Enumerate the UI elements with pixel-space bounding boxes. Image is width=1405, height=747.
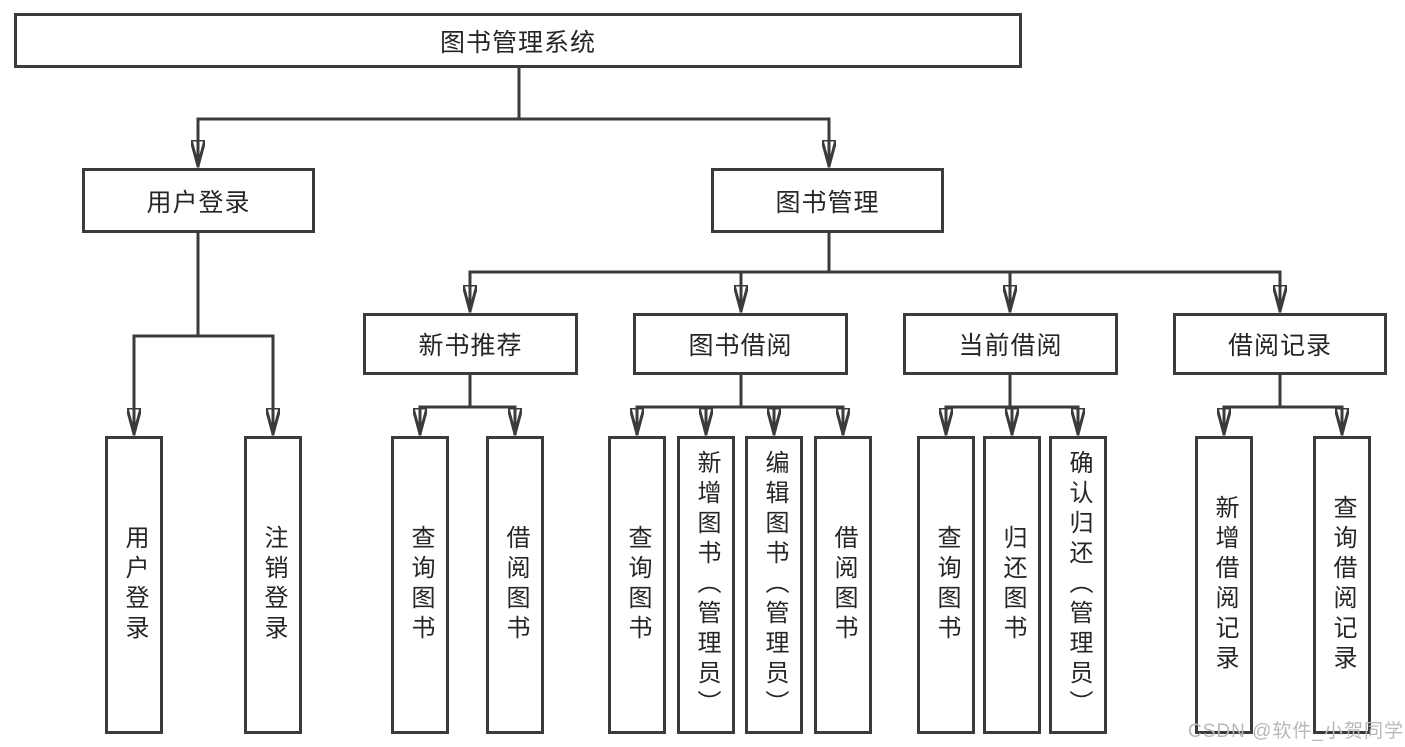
leaf-logout: 注销登录 bbox=[244, 436, 302, 734]
leaf-add-borrow-record: 新增借阅记录 bbox=[1195, 436, 1253, 734]
leaf-edit-books-admin: 编辑图书（管理员） bbox=[745, 436, 803, 734]
node-user-login: 用户登录 bbox=[82, 168, 315, 233]
connector-book-borrow bbox=[637, 373, 843, 436]
node-book-management-label: 图书管理 bbox=[775, 188, 880, 217]
leaf-current-query-books: 查询图书 bbox=[917, 436, 975, 734]
node-current-borrow-label: 当前借阅 bbox=[958, 332, 1063, 360]
leaf-user-login: 用户登录 bbox=[105, 436, 163, 734]
node-borrow-records: 借阅记录 bbox=[1173, 313, 1387, 375]
connector-root bbox=[198, 64, 829, 168]
node-new-book-recommend-label: 新书推荐 bbox=[418, 332, 523, 360]
connector-borrow-records bbox=[1224, 373, 1342, 436]
leaf-add-books-admin: 新增图书（管理员） bbox=[677, 436, 735, 734]
node-library-system-label: 图书管理系统 bbox=[439, 28, 596, 57]
leaf-borrow-books: 借阅图书 bbox=[814, 436, 872, 734]
node-user-login-label: 用户登录 bbox=[146, 188, 251, 217]
watermark: CSDN @软件_小贺同学 bbox=[1188, 721, 1404, 742]
node-new-book-recommend: 新书推荐 bbox=[363, 313, 578, 375]
node-current-borrow: 当前借阅 bbox=[903, 313, 1118, 375]
leaf-confirm-return-admin: 确认归还（管理员） bbox=[1049, 436, 1107, 734]
leaf-recommend-query-books: 查询图书 bbox=[391, 436, 449, 734]
connector-current-borrow bbox=[946, 373, 1078, 436]
node-book-borrow-label: 图书借阅 bbox=[688, 332, 793, 360]
connector-user-login bbox=[134, 231, 273, 436]
leaf-recommend-borrow-books: 借阅图书 bbox=[486, 436, 544, 734]
connector-book-management bbox=[470, 231, 1280, 313]
connector-new-book-recommend bbox=[420, 373, 515, 436]
node-library-system: 图书管理系统 bbox=[14, 13, 1022, 68]
node-borrow-records-label: 借阅记录 bbox=[1227, 332, 1332, 360]
node-book-borrow: 图书借阅 bbox=[633, 313, 848, 375]
node-book-management: 图书管理 bbox=[711, 168, 944, 233]
leaf-return-books: 归还图书 bbox=[983, 436, 1041, 734]
leaf-query-borrow-record: 查询借阅记录 bbox=[1313, 436, 1371, 734]
leaf-borrow-query-books: 查询图书 bbox=[608, 436, 666, 734]
